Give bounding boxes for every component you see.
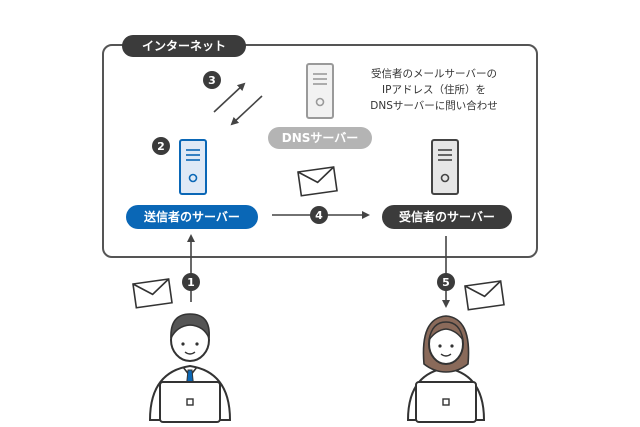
svg-text:5: 5 bbox=[442, 276, 450, 289]
svg-text:2: 2 bbox=[157, 140, 165, 153]
note-line: IPアドレス（住所）を bbox=[382, 84, 486, 96]
sender-server-label: 送信者のサーバー bbox=[126, 205, 258, 229]
step-badge: 2 bbox=[152, 137, 170, 155]
dns-server-label: DNSサーバー bbox=[268, 127, 372, 149]
receiver-server-icon bbox=[431, 139, 459, 195]
internet-boundary bbox=[102, 44, 538, 258]
svg-text:3: 3 bbox=[208, 74, 216, 87]
dns-query-note: 受信者のメールサーバーの IPアドレス（住所）を DNSサーバーに問い合わせ bbox=[346, 66, 522, 114]
step-badge: 3 bbox=[203, 71, 221, 89]
receiver-person-illustration bbox=[406, 315, 486, 423]
step-badge: 5 bbox=[437, 273, 455, 291]
sender-person-illustration bbox=[148, 313, 232, 423]
step-badge: 1 bbox=[182, 273, 200, 291]
internet-label: インターネット bbox=[122, 35, 246, 57]
note-line: DNSサーバーに問い合わせ bbox=[370, 100, 498, 112]
receiver-server-label: 受信者のサーバー bbox=[382, 205, 512, 229]
note-line: 受信者のメールサーバーの bbox=[371, 68, 497, 80]
svg-text:4: 4 bbox=[315, 209, 323, 222]
envelope-icon bbox=[297, 166, 338, 197]
envelope-icon bbox=[464, 280, 505, 311]
sender-server-icon bbox=[179, 139, 207, 195]
svg-text:1: 1 bbox=[187, 276, 195, 289]
dns-query-arrows bbox=[213, 82, 263, 126]
dns-server-icon bbox=[306, 63, 334, 119]
step-badge: 4 bbox=[310, 206, 328, 224]
envelope-icon bbox=[132, 278, 173, 309]
